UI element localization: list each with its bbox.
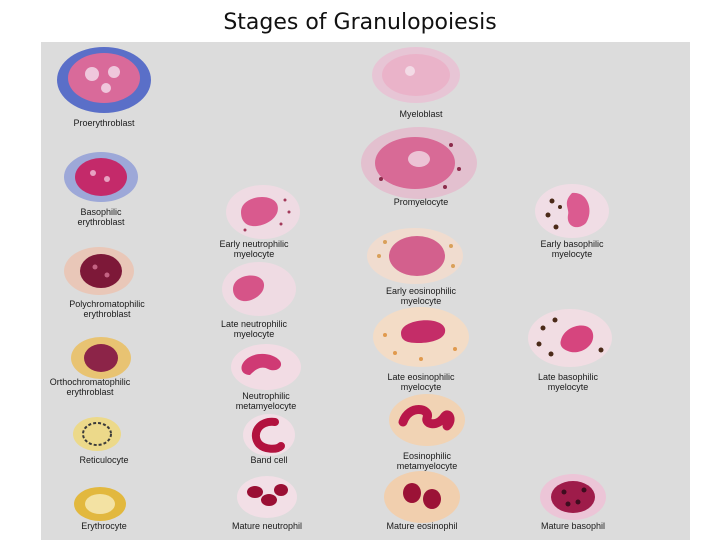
late-eosinophilic-myelocyte-cell <box>373 307 469 367</box>
myeloblast-label: Myeloblast <box>399 109 443 119</box>
mature-eosinophil-cell <box>384 471 460 523</box>
promyelocyte-label: Promyelocyte <box>393 197 449 207</box>
proerythroblast-label: Proerythroblast <box>73 118 135 128</box>
mature-neutrophil-cell <box>237 476 297 518</box>
mature-eosinophil-label: Mature eosinophil <box>386 521 458 531</box>
myeloblast-cell <box>372 47 460 103</box>
neutrophilic-metamyelocyte-cell <box>231 344 301 390</box>
erythrocyte-label: Erythrocyte <box>81 521 127 531</box>
page-title: Stages of Granulopoiesis <box>223 10 497 35</box>
band-cell-cell <box>243 414 295 456</box>
reticulocyte-label: Reticulocyte <box>79 455 129 465</box>
early-eosinophilic-myelocyte-cell <box>367 228 463 284</box>
early-basophilic-myelocyte-cell <box>535 184 609 238</box>
early-neutrophilic-myelocyte-cell <box>226 185 300 239</box>
late-basophilic-myelocyte-cell <box>528 309 612 367</box>
band-cell-label: Band cell <box>250 455 288 465</box>
reticulocyte-cell <box>73 417 121 451</box>
proerythroblast-cell <box>57 47 151 113</box>
eosinophilic-metamyelocyte-cell <box>389 394 465 446</box>
basophilic-erythroblast-cell <box>64 152 138 202</box>
orthochromatophilic-erythroblast-cell <box>71 337 131 379</box>
mature-basophil-cell <box>540 474 606 520</box>
erythrocyte-cell <box>74 487 126 521</box>
polychromatophilic-erythroblast-cell <box>64 247 134 295</box>
promyelocyte-cell <box>361 127 477 199</box>
mature-neutrophil-label: Mature neutrophil <box>231 521 303 531</box>
late-neutrophilic-myelocyte-cell <box>222 262 296 316</box>
mature-basophil-label: Mature basophil <box>540 521 606 531</box>
